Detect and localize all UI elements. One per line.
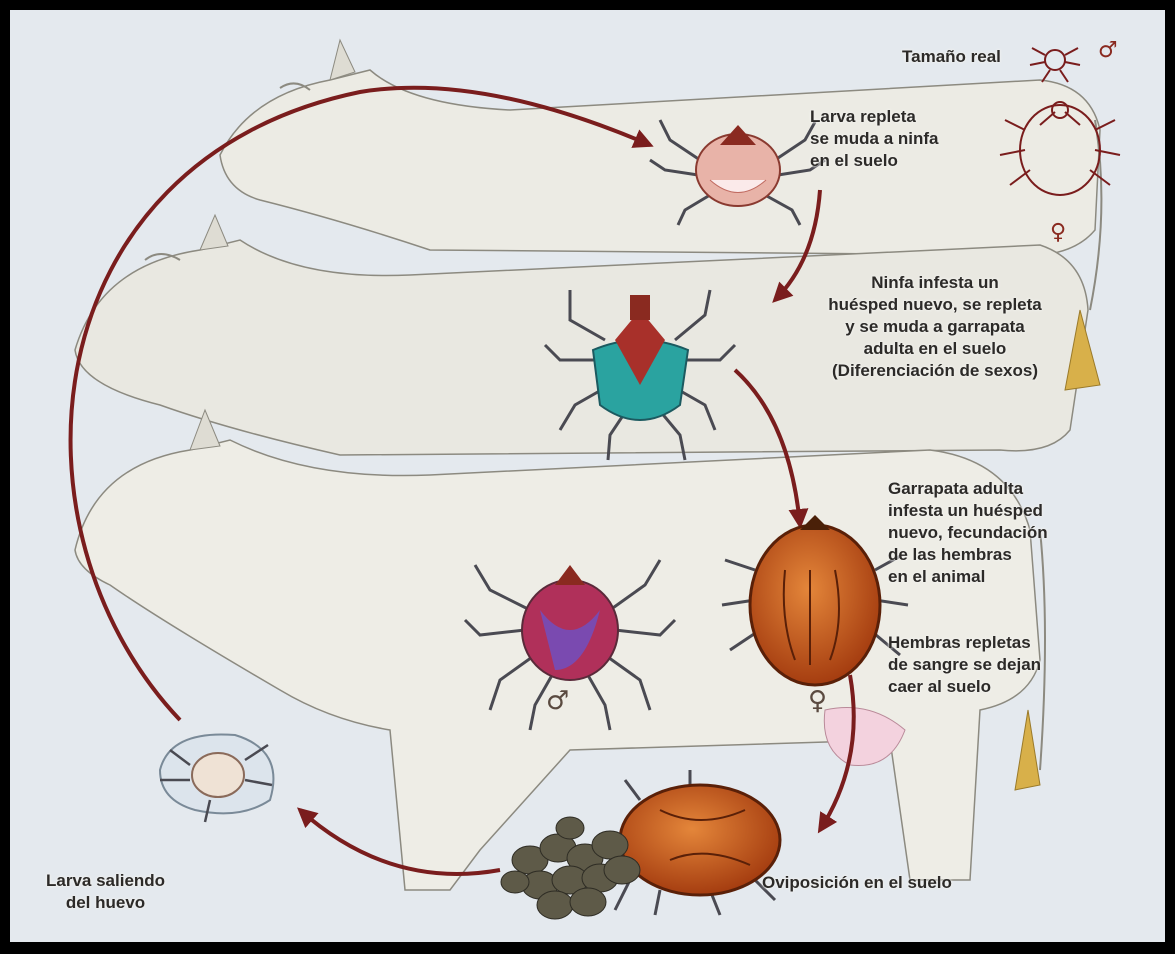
label-oviposition: Oviposición en el suelo	[762, 872, 952, 894]
label-engorged-females: Hembras repletas de sangre se dejan caer…	[888, 632, 1041, 698]
label-engorged-larva: Larva repleta se muda a ninfa en el suel…	[810, 106, 938, 172]
ovipositing-female-tick	[615, 770, 780, 915]
label-adult: Garrapata adulta infesta un huésped nuev…	[888, 478, 1048, 588]
real-size-female-symbol: ♀	[1050, 220, 1066, 245]
label-nymph: Ninfa infesta un huésped nuevo, se reple…	[780, 272, 1090, 382]
cow-top	[220, 40, 1100, 256]
label-hatching-larva: Larva saliendo del huevo	[46, 870, 165, 914]
male-symbol: ♂	[546, 686, 569, 716]
hatching-larva	[160, 734, 273, 822]
lifecycle-diagram: Tamaño real ♂ ♀ Larva repleta se muda a …	[10, 10, 1165, 942]
label-real-size: Tamaño real	[902, 46, 1001, 68]
diagram-art	[10, 10, 1165, 942]
real-size-male-symbol: ♂	[1098, 38, 1118, 63]
female-symbol: ♀	[808, 686, 827, 716]
